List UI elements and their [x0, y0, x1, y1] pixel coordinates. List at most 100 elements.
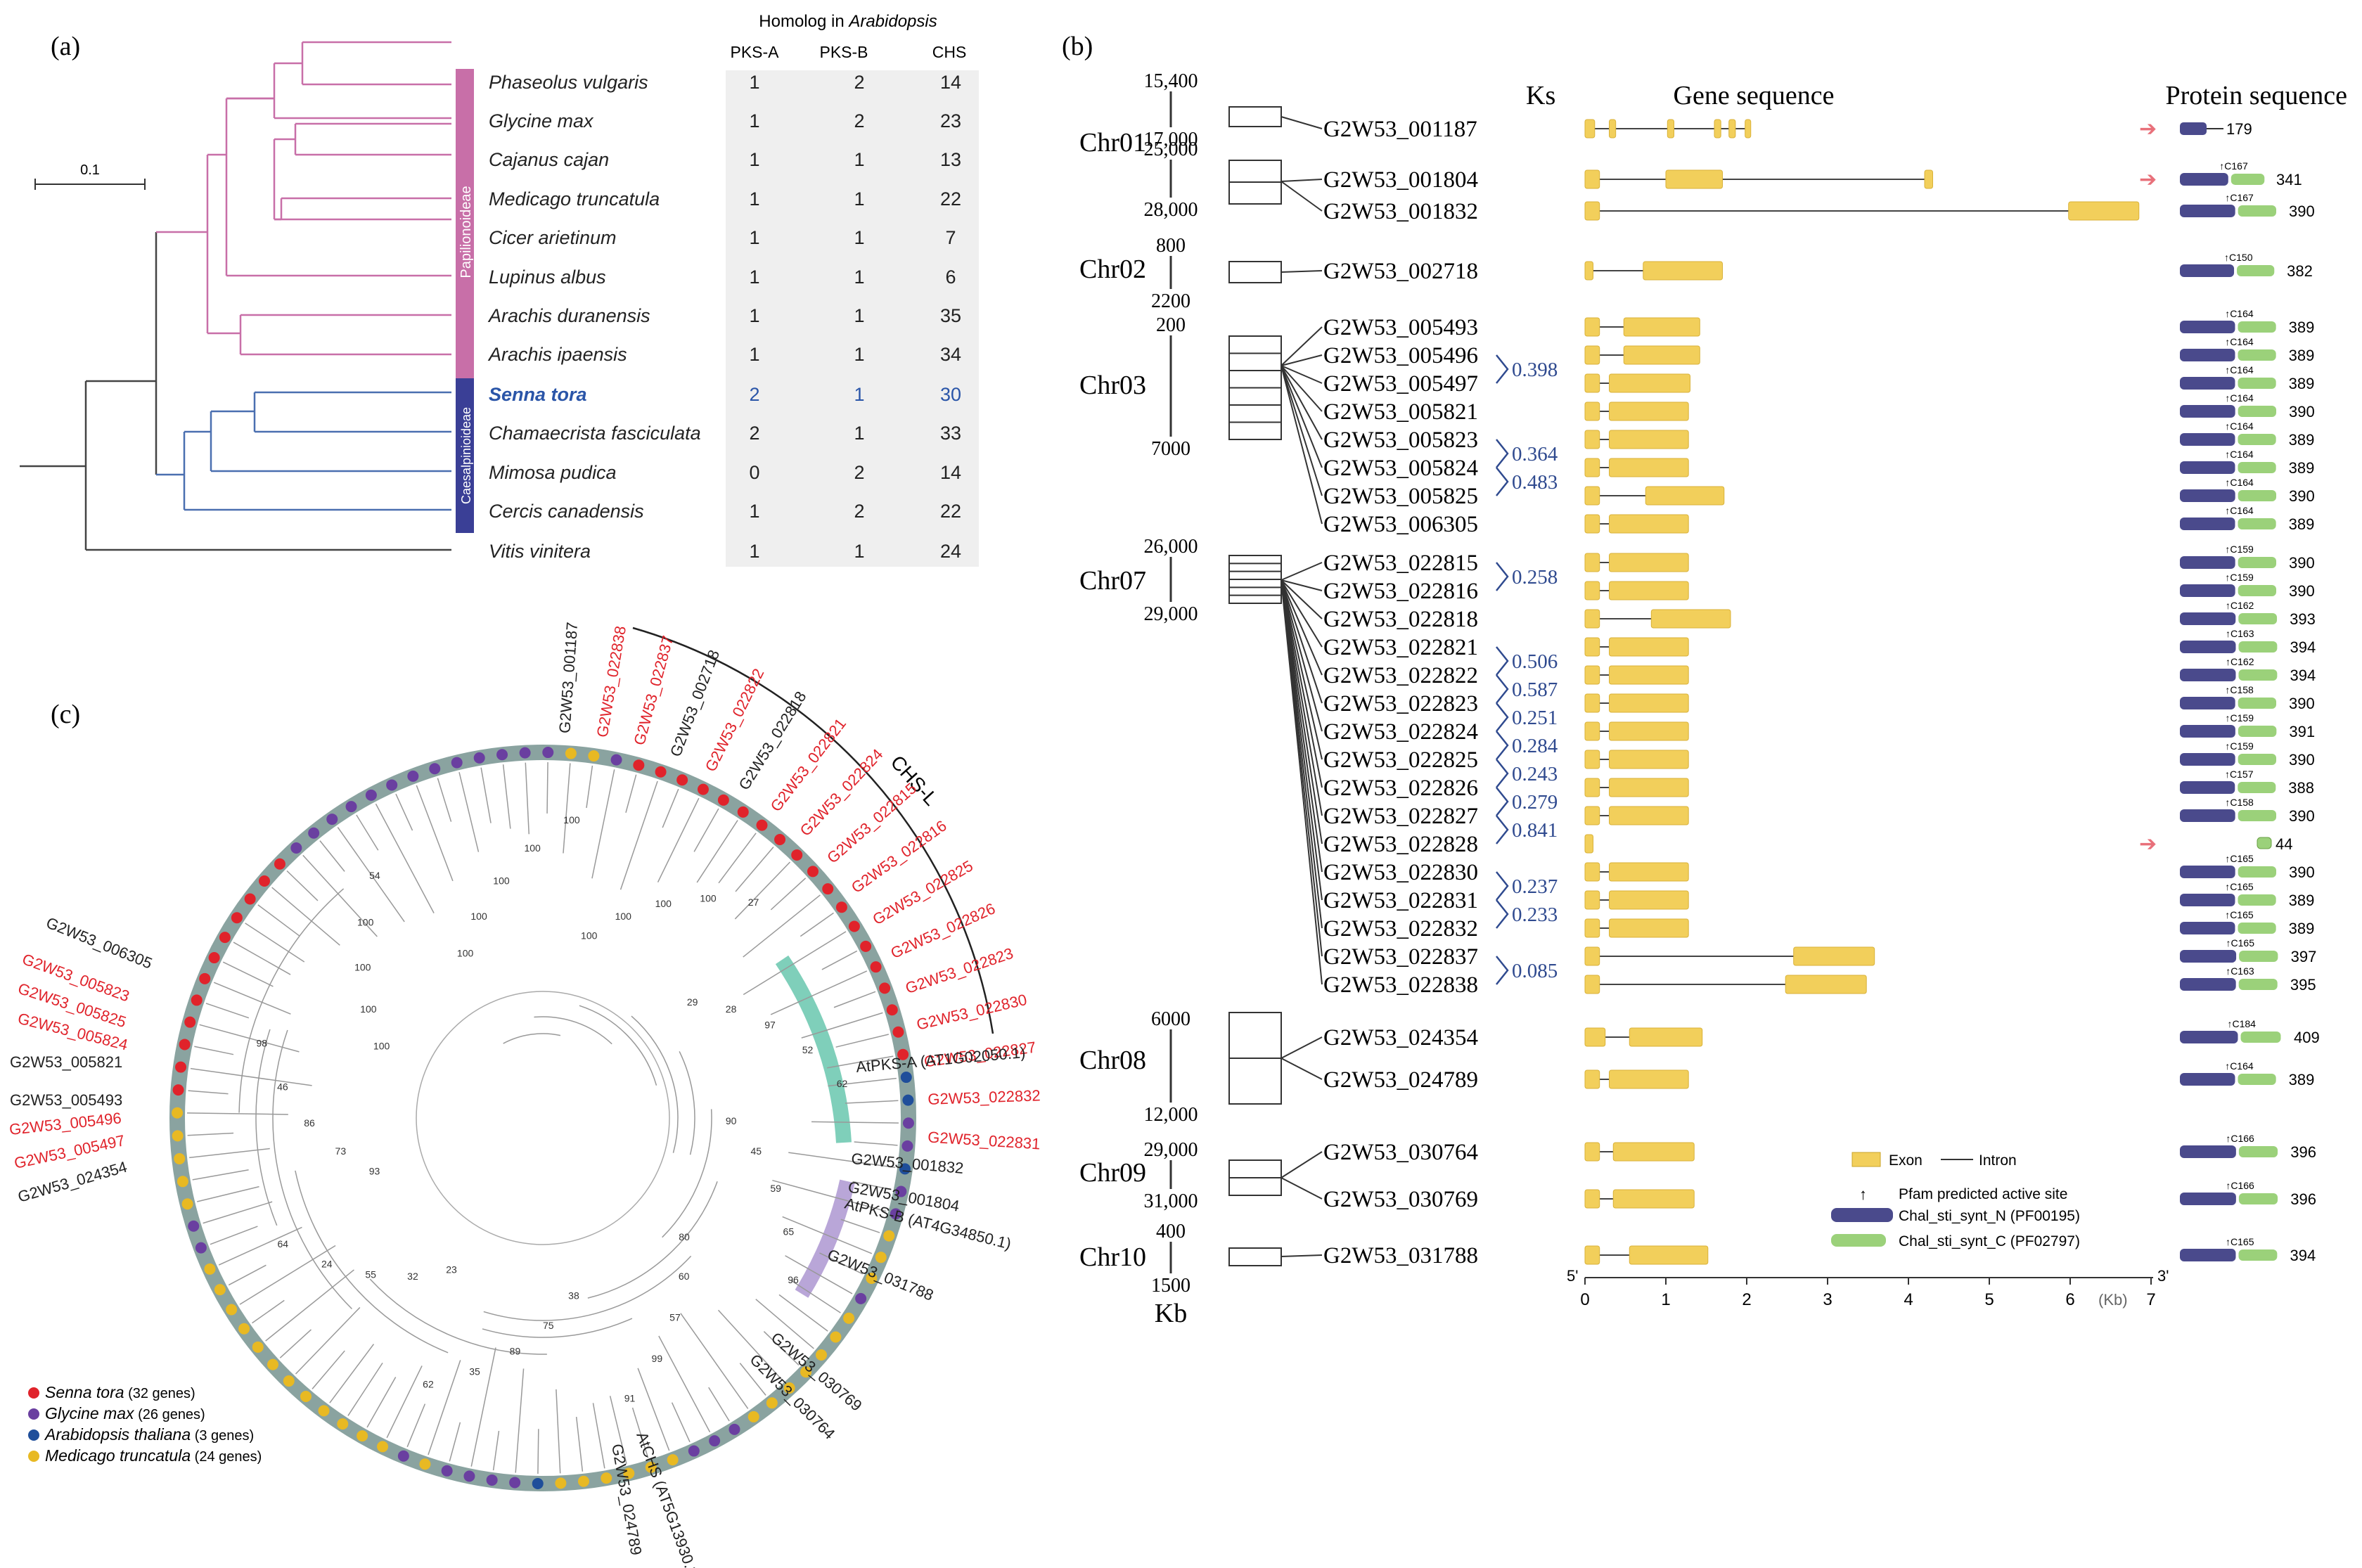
gene-id: G2W53_022838 [1323, 972, 1478, 998]
tip-dot [509, 1477, 521, 1489]
active-site: ↑C159 [2226, 712, 2254, 724]
tip-dot [717, 794, 729, 806]
pksa-value: 1 [749, 541, 759, 562]
active-site: ↑C162 [2226, 656, 2254, 667]
bootstrap-value: 52 [802, 1044, 814, 1055]
exon [1650, 609, 1731, 629]
exon [1609, 1069, 1689, 1089]
tip-dot [172, 1130, 184, 1142]
chromosome-label: Chr10 [1079, 1242, 1146, 1272]
bootstrap-value: 55 [365, 1269, 376, 1280]
ks-header: Ks [1526, 81, 1555, 110]
panel-b: (b) Ks Gene sequence Protein sequence Kb… [1062, 32, 2347, 1328]
tip-dot [709, 1435, 721, 1447]
tip-dot [345, 801, 357, 813]
ks-value: 0.483 [1512, 471, 1558, 494]
gene-id: G2W53_005825 [1323, 484, 1478, 509]
bootstrap-value: 38 [568, 1290, 579, 1301]
exon [1584, 862, 1600, 882]
active-site: ↑C164 [2225, 477, 2254, 488]
legend-dot [28, 1387, 39, 1399]
bootstrap-value: 100 [357, 917, 374, 928]
active-site: ↑C162 [2226, 600, 2254, 611]
exon [1584, 317, 1600, 337]
tip-dot [419, 1458, 431, 1470]
gene-tip-label: G2W53_022832 [928, 1086, 1041, 1108]
legend-entry: Senna tora (32 genes) [45, 1383, 195, 1401]
protein-length: 390 [2289, 582, 2315, 600]
protein-domain-c [2238, 754, 2277, 765]
legend-dot [28, 1429, 39, 1441]
gene-id: G2W53_005823 [1323, 428, 1478, 453]
axis-tick: 7 [2146, 1290, 2155, 1309]
gene-id: G2W53_006305 [1323, 512, 1478, 537]
chs-value: 34 [940, 344, 961, 365]
pksb-value: 2 [854, 72, 864, 93]
exon [1745, 119, 1752, 139]
tip-dot [897, 1048, 909, 1060]
protein-domain-n [2180, 978, 2236, 991]
gene-tip-label: G2W53_005821 [10, 1053, 122, 1071]
tip-dot [172, 1084, 184, 1096]
protein-domain-c [2238, 641, 2278, 653]
exon [1643, 261, 1724, 281]
chromosome-label: Chr01 [1079, 128, 1146, 158]
gene-tip-label: G2W53_005496 [8, 1109, 122, 1138]
protein-domain-n [2180, 1249, 2236, 1261]
chs-value: 30 [940, 384, 961, 405]
species-label: Cercis canadensis [489, 501, 644, 522]
bootstrap-value: 35 [469, 1365, 480, 1377]
bootstrap-value: 100 [470, 911, 487, 922]
bootstrap-value: 90 [726, 1115, 737, 1126]
tip-dot [901, 1140, 913, 1152]
exon [1584, 693, 1600, 713]
tip-dot [890, 1208, 901, 1220]
active-site: ↑C164 [2225, 336, 2254, 347]
bootstrap-value: 23 [446, 1264, 457, 1275]
chr-top-coord: 25,000 [1144, 139, 1198, 160]
gene-id: G2W53_022824 [1323, 719, 1478, 745]
tip-dot [848, 920, 860, 932]
protein-length: 390 [2289, 487, 2315, 505]
col-pksb: PKS-B [819, 43, 868, 61]
exon [1584, 750, 1600, 769]
chs-value: 22 [940, 501, 961, 522]
tip-dot [588, 750, 600, 762]
chr-top-coord: 400 [1156, 1221, 1186, 1242]
exon [1609, 665, 1689, 685]
chr-bottom-coord: 17,000 [1144, 129, 1198, 150]
protein-bar [2257, 837, 2272, 849]
exon [1612, 1189, 1695, 1209]
exon [1584, 401, 1600, 421]
ks-value: 0.251 [1512, 707, 1558, 729]
bootstrap-value: 80 [679, 1231, 690, 1242]
gene-id: G2W53_022830 [1323, 860, 1478, 885]
species-label: Phaseolus vulgaris [489, 72, 648, 93]
protein-domain-n [2180, 205, 2235, 217]
exon [1714, 119, 1721, 139]
exon [1924, 169, 1933, 189]
exon [1584, 1069, 1600, 1089]
active-site: ↑C164 [2225, 449, 2254, 460]
exon [1609, 430, 1689, 449]
bootstrap-value: 91 [624, 1393, 636, 1404]
chromosome-label: Chr07 [1079, 566, 1146, 596]
protein-domain-c [2238, 979, 2278, 990]
protein-header: Protein sequence [2165, 81, 2347, 110]
active-site: ↑C165 [2225, 881, 2254, 892]
exon [1584, 458, 1600, 477]
exon [1665, 169, 1723, 189]
active-site: ↑C163 [2226, 965, 2254, 977]
tip-dot [565, 747, 577, 759]
gene-id: G2W53_022837 [1323, 944, 1478, 970]
tip-dot [463, 1470, 475, 1482]
tip-dot [879, 982, 891, 994]
exon [1584, 778, 1600, 797]
tip-dot [429, 763, 441, 775]
